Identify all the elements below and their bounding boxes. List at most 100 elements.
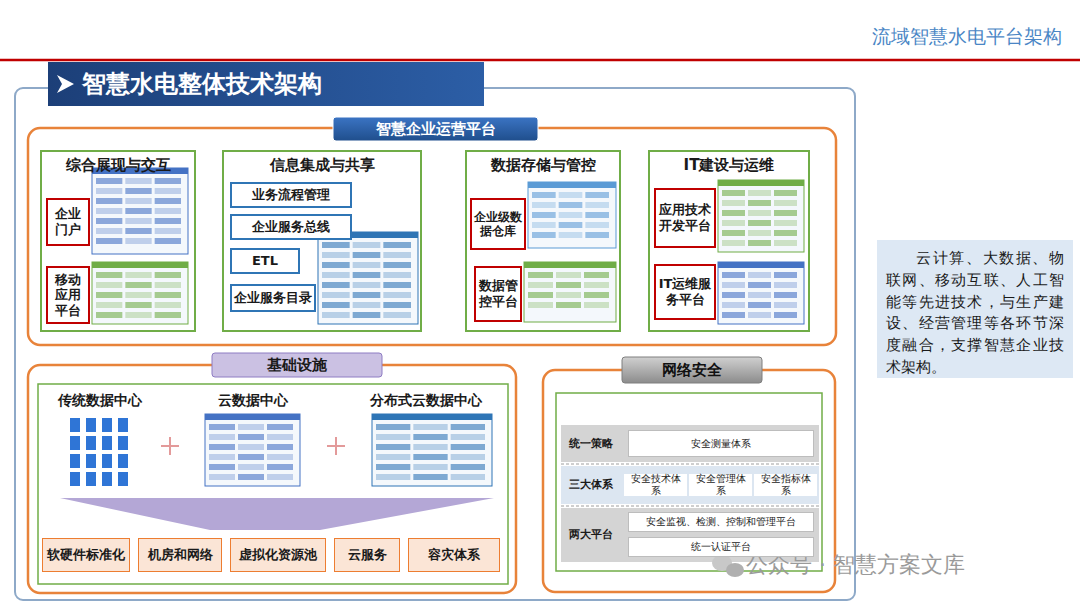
- function-box: 企业级数据仓库: [470, 198, 526, 250]
- screenshot-block: [451, 444, 485, 450]
- screenshot-block: [125, 218, 151, 224]
- node-text: 容灾体系: [428, 547, 480, 563]
- screenshot-block: [353, 252, 381, 258]
- screenshot-block: [748, 200, 771, 206]
- datacenter-item: 传统数据中心: [45, 388, 155, 492]
- screenshot-block: [383, 312, 411, 318]
- panel-heading: 智慧企业运营平台: [333, 117, 538, 141]
- screenshot-block: [155, 312, 181, 318]
- screenshot-block: [125, 228, 151, 234]
- screenshot-block: [528, 302, 553, 308]
- panel-heading: 综合展现与交互: [66, 156, 171, 174]
- node-text: 虚拟化资源池: [239, 547, 317, 563]
- screenshot-block: [748, 230, 771, 236]
- screenshot-block: [722, 312, 745, 318]
- screenshot-block: [322, 302, 350, 308]
- screenshot-block: [96, 188, 122, 194]
- screenshot-frame: [718, 262, 804, 324]
- table-divider: [561, 464, 819, 465]
- screenshot-header: [718, 262, 804, 268]
- node-text: ETL: [252, 253, 278, 269]
- screenshot-block: [267, 444, 293, 450]
- server-icon: [118, 472, 128, 486]
- node-text: 企业级数据仓库: [474, 210, 522, 239]
- screenshot-block: [584, 302, 609, 308]
- screenshot-block: [451, 474, 485, 480]
- node-text: IT运维服务平台: [658, 276, 712, 307]
- node-text: 安全技术体系: [626, 473, 685, 497]
- screenshot-block: [353, 292, 381, 298]
- node-text: 企业门户: [50, 206, 86, 237]
- screenshot-block: [748, 292, 771, 298]
- screenshot-block: [413, 424, 447, 430]
- screenshot-block: [528, 272, 553, 278]
- merge-funnel: [60, 498, 494, 530]
- screenshot-illustration: [205, 414, 300, 486]
- screenshot-block: [748, 302, 771, 308]
- screenshot-block: [96, 238, 122, 244]
- screenshot-block: [774, 312, 797, 318]
- screenshot-block: [353, 262, 381, 268]
- node-text: 移动应用平台: [50, 272, 86, 319]
- screenshot-illustration: [372, 414, 492, 486]
- screenshot-block: [96, 272, 122, 278]
- screenshot-block: [322, 282, 350, 288]
- screenshot-block: [209, 474, 235, 480]
- plus-sign: [327, 437, 345, 455]
- server-icon: [86, 454, 96, 468]
- screenshot-block: [585, 212, 609, 218]
- screenshot-block: [238, 444, 264, 450]
- screenshot-block: [383, 292, 411, 298]
- screenshot-block: [376, 474, 410, 480]
- screenshot-block: [774, 282, 797, 288]
- screenshot-block: [267, 464, 293, 470]
- screenshot-block: [96, 218, 122, 224]
- row-label: 两大平台: [561, 508, 621, 562]
- screenshot-block: [155, 292, 181, 298]
- screenshot-block: [125, 238, 151, 244]
- screenshot-block: [413, 464, 447, 470]
- screenshot-block: [748, 240, 771, 246]
- screenshot-block: [209, 444, 235, 450]
- row-label: 三大体系: [561, 466, 621, 504]
- screenshot-block: [532, 192, 556, 198]
- node-text: 企业服务总线: [252, 219, 330, 235]
- screenshot-block: [585, 222, 609, 228]
- screenshot-block: [383, 282, 411, 288]
- screenshot-block: [748, 312, 771, 318]
- node-text: 企业服务目录: [234, 290, 312, 306]
- screenshot-block: [748, 190, 771, 196]
- screenshot-block: [155, 302, 181, 308]
- infra-frame: [28, 365, 516, 593]
- screenshot-block: [353, 272, 381, 278]
- infra-inner-frame: [38, 384, 508, 584]
- server-icon: [118, 436, 128, 450]
- screenshot-block: [96, 282, 122, 288]
- title-arrow: [57, 75, 74, 93]
- module-panel: 综合展现与交互企业门户移动应用平台: [40, 150, 196, 332]
- row-label: 统一策略: [561, 425, 621, 462]
- screenshot-block: [125, 188, 151, 194]
- server-icon: [118, 418, 128, 432]
- screenshot-frame: [524, 262, 616, 322]
- screenshot-block: [125, 282, 151, 288]
- screenshot-block: [125, 208, 151, 214]
- security-tab: [622, 357, 762, 383]
- screenshot-block: [556, 292, 581, 298]
- platform-panel: 智慧企业运营平台综合展现与交互企业门户移动应用平台信息集成与共享业务流程管理企业…: [28, 117, 836, 345]
- datacenter-item: 云数据中心: [195, 388, 310, 492]
- screenshot-block: [559, 202, 583, 208]
- screenshot-header: [92, 262, 188, 268]
- title-bar: [48, 62, 484, 106]
- table-cell: 安全指标体系: [754, 474, 817, 496]
- screenshot-block: [585, 202, 609, 208]
- screenshot-block: [383, 252, 411, 258]
- screenshot-block: [585, 232, 609, 238]
- screenshot-illustration: [92, 262, 188, 324]
- screenshot-block: [722, 230, 745, 236]
- screenshot-block: [267, 434, 293, 440]
- node-text: 统一认证平台: [691, 541, 751, 553]
- screenshot-block: [238, 424, 264, 430]
- node-text: 云计算、大数据、物联网、移动互联、人工智能等先进技术，与生产建设、经营管理等各环…: [886, 248, 1064, 379]
- screenshot-illustration: [92, 168, 188, 254]
